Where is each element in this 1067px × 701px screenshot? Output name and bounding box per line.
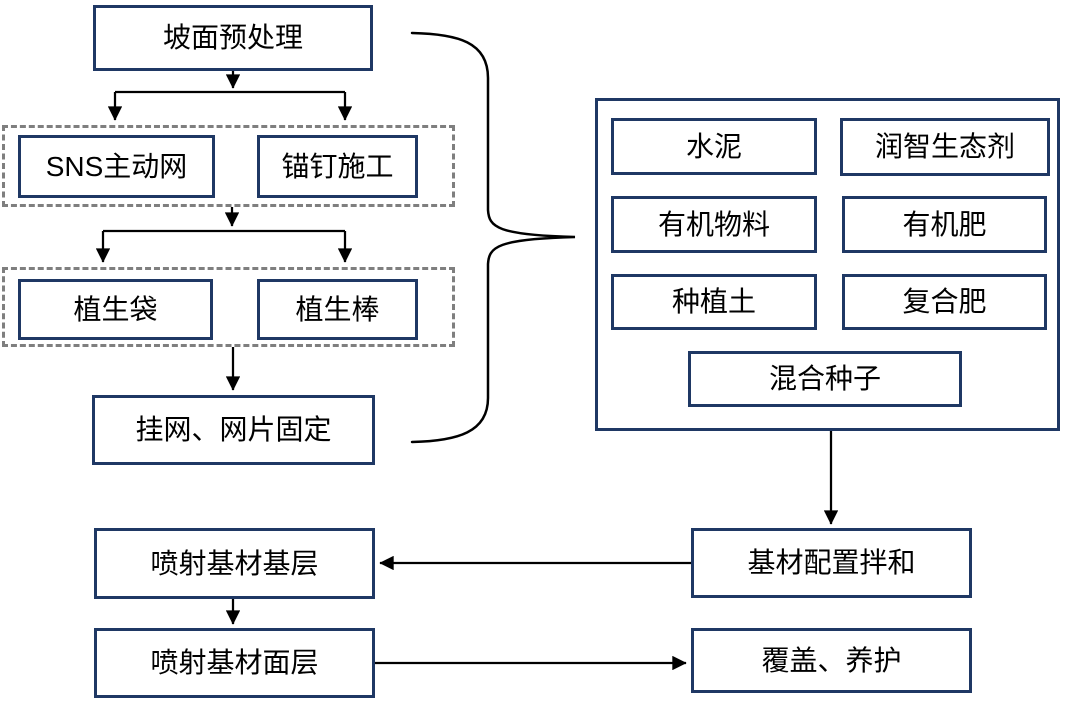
node-cover-maintenance: 覆盖、养护 bbox=[691, 628, 972, 693]
dashed-group-vegetation bbox=[2, 267, 455, 347]
node-spray-base-layer: 喷射基材基层 bbox=[94, 528, 375, 599]
node-runzhi-eco-agent: 润智生态剂 bbox=[840, 118, 1050, 176]
node-cement: 水泥 bbox=[611, 118, 817, 175]
node-sns-net: SNS主动网 bbox=[18, 135, 215, 198]
node-veg-rod: 植生棒 bbox=[257, 279, 418, 340]
node-organic-fertilizer: 有机肥 bbox=[842, 196, 1047, 253]
node-hang-net: 挂网、网片固定 bbox=[92, 395, 375, 465]
node-anchor-bolt: 锚钉施工 bbox=[257, 135, 418, 198]
dashed-group-protection bbox=[2, 125, 455, 207]
node-organic-material: 有机物料 bbox=[611, 196, 817, 253]
node-veg-bag: 植生袋 bbox=[18, 279, 213, 340]
node-slope-pretreatment: 坡面预处理 bbox=[93, 5, 373, 71]
node-planting-soil: 种植土 bbox=[611, 274, 817, 330]
node-compound-fertilizer: 复合肥 bbox=[842, 274, 1047, 330]
node-mixed-seeds: 混合种子 bbox=[688, 351, 962, 407]
node-substrate-mixing: 基材配置拌和 bbox=[691, 528, 972, 598]
node-spray-surface-layer: 喷射基材面层 bbox=[94, 628, 375, 698]
brace-left-column-to-materials bbox=[410, 31, 576, 444]
